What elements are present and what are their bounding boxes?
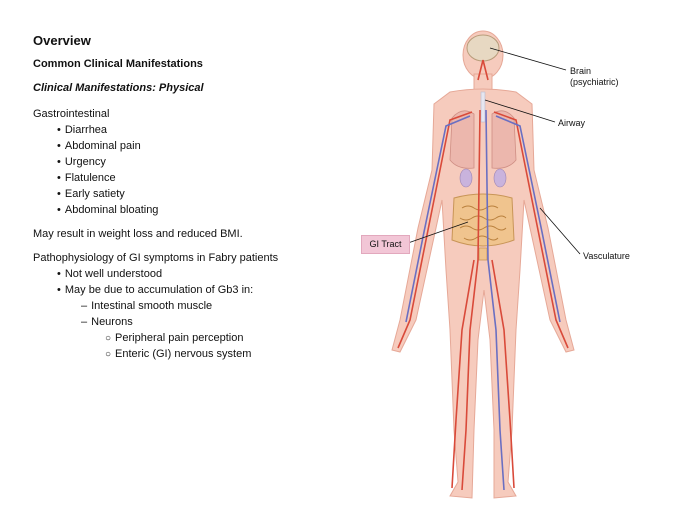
gastro-item: Diarrhea xyxy=(57,124,107,137)
brain-organ xyxy=(466,34,500,62)
airway-label: Airway xyxy=(558,118,586,128)
patho-item: Not well understood xyxy=(57,268,162,281)
brain-sublabel: (psychiatric) xyxy=(570,77,619,87)
lungs-organ xyxy=(449,110,517,169)
section-subtitle: Common Clinical Manifestations xyxy=(33,58,203,70)
gi-tract-organ xyxy=(451,193,515,261)
patho-subsubitem: Peripheral pain perception xyxy=(105,332,243,345)
gastro-item: Abdominal pain xyxy=(57,140,141,153)
brain-label: Brain xyxy=(570,66,592,76)
page-title: Overview xyxy=(33,33,91,48)
kidney-organ xyxy=(459,168,507,188)
gastro-item: Flatulence xyxy=(57,172,116,185)
patho-item: May be due to accumulation of Gb3 in: xyxy=(57,284,253,297)
gastro-item: Early satiety xyxy=(57,188,125,201)
gi-tract-label: GI Tract xyxy=(361,235,410,254)
weight-note: May result in weight loss and reduced BM… xyxy=(33,228,243,240)
patho-subitem: Intestinal smooth muscle xyxy=(81,300,212,313)
section-subsubtitle: Clinical Manifestations: Physical xyxy=(33,82,204,94)
gastro-item: Abdominal bloating xyxy=(57,204,159,217)
gastro-item: Urgency xyxy=(57,156,106,169)
airway-organ xyxy=(480,91,486,123)
vasculature-lines xyxy=(397,59,569,491)
patho-subsubitem: Enteric (GI) nervous system xyxy=(105,348,251,361)
patho-subitem: Neurons xyxy=(81,316,133,329)
callout-lines xyxy=(407,47,581,255)
gastro-heading: Gastrointestinal xyxy=(33,108,110,120)
vasculature-label: Vasculature xyxy=(583,251,630,261)
patho-heading: Pathophysiology of GI symptoms in Fabry … xyxy=(33,252,279,264)
